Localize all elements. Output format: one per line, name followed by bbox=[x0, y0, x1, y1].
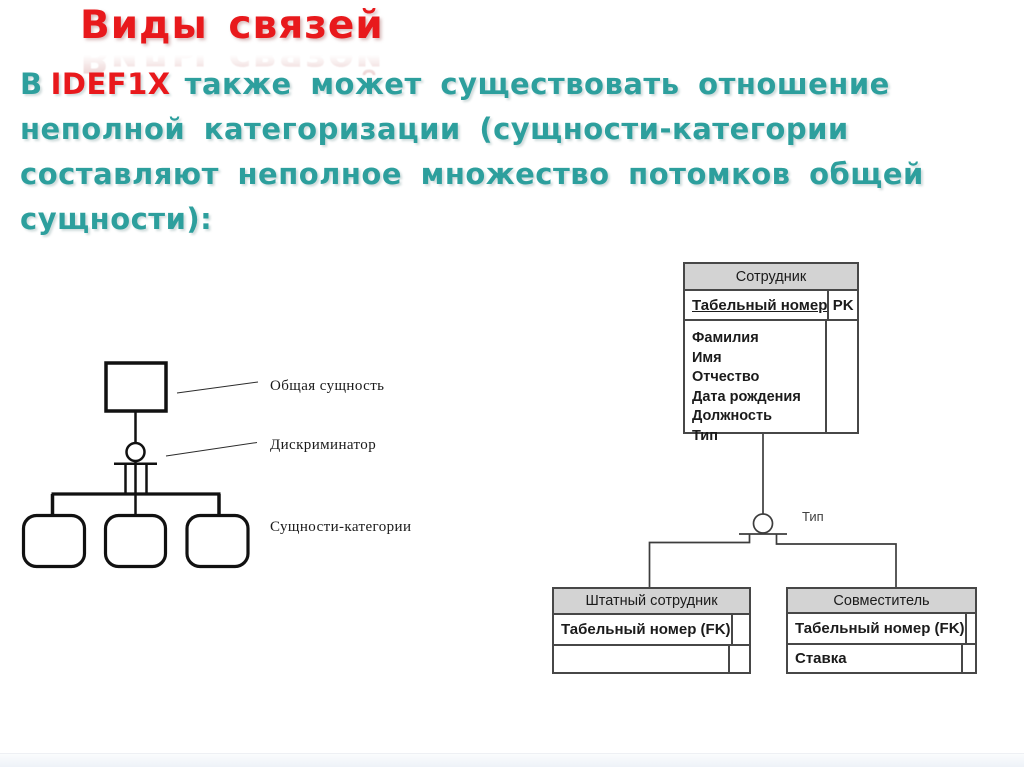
label-general-entity: Общая сущность bbox=[270, 378, 385, 394]
body-line1-prefix: В bbox=[20, 67, 43, 101]
parttime-key-cell: Табельный номер (FK) bbox=[795, 620, 965, 637]
employee-side-column bbox=[825, 321, 857, 434]
staff-key-cell: Табельный номер (FK) bbox=[561, 621, 731, 638]
parttime-side-column bbox=[961, 645, 975, 672]
employee-table: Сотрудник Табельный номер PK Фамилия Имя… bbox=[683, 262, 859, 444]
employee-attribute: Тип bbox=[692, 427, 718, 444]
employee-key-text: Табельный номер bbox=[692, 296, 828, 314]
discriminator-pointer-line bbox=[165, 442, 258, 457]
staff-branch-line bbox=[648, 534, 751, 587]
body-line1-rest: также может существовать отношение bbox=[184, 67, 890, 101]
staff-table: Штатный сотрудник Табельный номер (FK) bbox=[552, 587, 751, 674]
footer-strip bbox=[0, 753, 1024, 767]
general-entity-box bbox=[104, 361, 168, 413]
body-line-2: неполной категоризации (сущности-категор… bbox=[20, 112, 849, 146]
title-block: Виды связей Виды связей bbox=[80, 3, 384, 81]
body-line-3: составляют неполное множество потомков о… bbox=[20, 157, 924, 191]
type-discriminator-label: Тип bbox=[802, 509, 824, 524]
type-discriminator-circle bbox=[752, 513, 774, 534]
employee-attributes-list: Фамилия Имя Отчество Дата рождения Должн… bbox=[685, 321, 825, 444]
page-title: Виды связей bbox=[80, 3, 384, 48]
parttime-branch-line bbox=[775, 534, 897, 587]
category-entity-box-3 bbox=[185, 513, 250, 569]
parttime-attribute-row: Ставка bbox=[788, 643, 975, 672]
employee-attribute: Дата рождения bbox=[692, 388, 801, 405]
parttime-attribute-cell: Ставка bbox=[795, 650, 847, 667]
staff-key-row: Табельный номер (FK) bbox=[554, 615, 749, 644]
employee-pk-cell: PK bbox=[827, 291, 857, 319]
parttime-tag-cell bbox=[964, 614, 975, 643]
category-entity-box-2 bbox=[103, 513, 168, 569]
employee-key-row: Табельный номер PK bbox=[685, 291, 857, 319]
parttime-key-row: Табельный номер (FK) bbox=[788, 614, 975, 643]
employee-attribute: Отчество bbox=[692, 369, 760, 385]
staff-side-column bbox=[728, 646, 749, 672]
label-category-entities: Сущности-категории bbox=[270, 519, 412, 535]
parttime-table: Совместитель Табельный номер (FK) Ставка bbox=[786, 587, 977, 674]
discriminator-circle bbox=[125, 441, 146, 463]
category-entity-box-1 bbox=[21, 513, 87, 569]
staff-tag-cell bbox=[730, 615, 749, 644]
idef1x-highlight: IDEF1X bbox=[50, 67, 171, 101]
employee-attribute: Имя bbox=[692, 349, 722, 366]
staff-table-header: Штатный сотрудник bbox=[554, 589, 749, 615]
body-line-4: сущности): bbox=[20, 202, 213, 236]
employee-table-header: Сотрудник bbox=[685, 264, 857, 291]
staff-empty-row bbox=[554, 644, 749, 672]
employee-attribute: Фамилия bbox=[692, 330, 759, 346]
employee-key-cell: Табельный номер bbox=[685, 291, 827, 319]
general-entity-pointer-line bbox=[176, 381, 259, 394]
employee-attribute: Должность bbox=[692, 408, 772, 424]
parttime-table-header: Совместитель bbox=[788, 589, 975, 614]
label-discriminator: Дискриминатор bbox=[270, 437, 377, 453]
employee-attributes-row: Фамилия Имя Отчество Дата рождения Должн… bbox=[685, 319, 857, 444]
staff-empty-cell bbox=[554, 646, 728, 672]
